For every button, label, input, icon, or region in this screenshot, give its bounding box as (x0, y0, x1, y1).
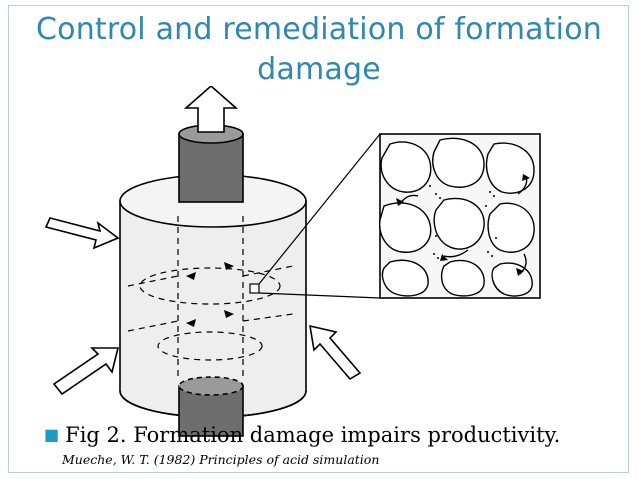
formation-damage-figure (38, 86, 556, 444)
figure-caption-text: Fig 2. Formation damage impairs producti… (65, 423, 561, 447)
magnified-pore-view (379, 133, 541, 299)
bullet-icon: ■ (44, 424, 60, 444)
slide-title: Control and remediation of formation dam… (0, 10, 638, 90)
inner-dashed-lines (127, 216, 294, 376)
zoom-leader-lines (249, 133, 381, 299)
title-line-1: Control and remediation of formation (36, 12, 602, 47)
title-line-2: damage (257, 52, 381, 87)
figure-caption-bullet: ■ Fig 2. Formation damage impairs produc… (44, 421, 560, 449)
wellbore-pipe (178, 124, 244, 437)
citation-text: Mueche, W. T. (1982) Principles of acid … (62, 452, 380, 467)
flow-marker-icons (186, 262, 234, 327)
up-arrow-icon (183, 86, 239, 133)
inflow-arrow-icons (44, 217, 362, 396)
